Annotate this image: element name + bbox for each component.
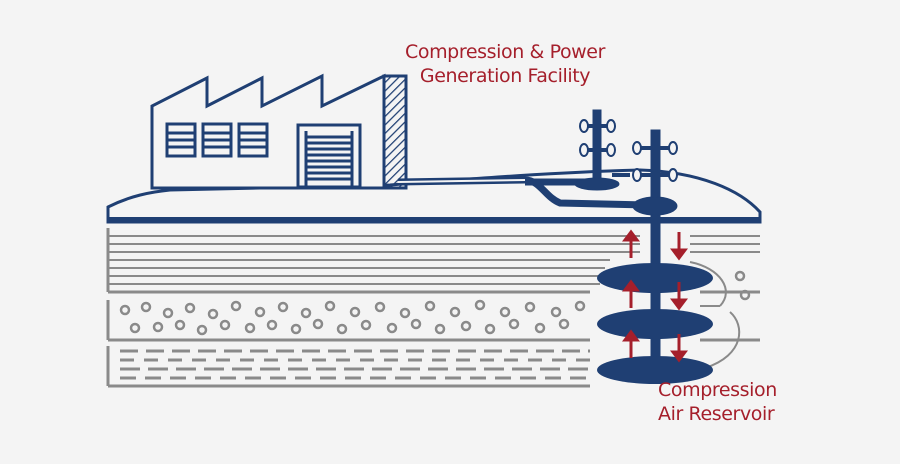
cavern-outline [689,261,741,369]
reservoir-label-line-1: Compression [658,379,777,401]
facility-label-line-1: Compression & Power [404,41,606,63]
facility-label-line-2: Generation Facility [419,65,591,87]
stratum-dotted [119,270,751,336]
window-slats [167,131,267,149]
garage-door-slats [306,135,352,181]
caverns [597,263,713,384]
stratum-dashed [120,349,590,380]
reservoir-label: Compression Air Reservoir [658,378,777,426]
main-well [612,129,678,376]
airflow-arrows [622,229,688,363]
reservoir-label-line-2: Air Reservoir [658,403,775,425]
facility-label: Compression & Power Generation Facility [380,40,630,88]
wellhead-1 [574,109,620,191]
garage-door-frame [304,131,354,187]
stratum-lined [108,235,760,285]
